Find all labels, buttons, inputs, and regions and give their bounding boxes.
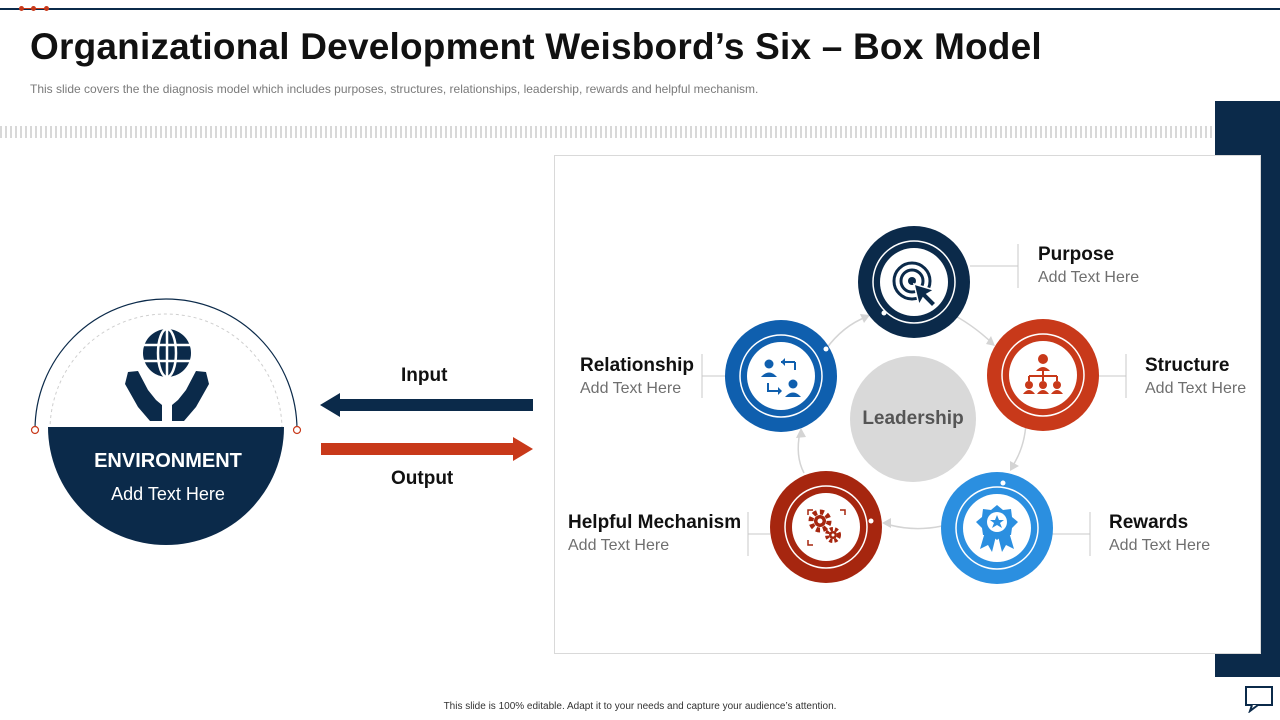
leadership-label: Leadership bbox=[862, 408, 964, 429]
structure-text: Add Text Here bbox=[1145, 380, 1247, 397]
relationship-text: Add Text Here bbox=[580, 380, 682, 397]
structure-node bbox=[987, 319, 1099, 431]
page-title: Organizational Development Weisbord’s Si… bbox=[30, 26, 1042, 67]
rewards-node bbox=[941, 472, 1053, 584]
helpful-mechanism-label: Helpful Mechanism bbox=[568, 512, 742, 533]
environment-inner-arc bbox=[49, 313, 283, 431]
environment-text: Add Text Here bbox=[111, 484, 225, 504]
page-subtitle: This slide covers the the diagnosis mode… bbox=[30, 82, 759, 96]
decorative-stripe bbox=[0, 126, 1215, 138]
output-label: Output bbox=[391, 468, 454, 489]
relationship-node bbox=[725, 320, 837, 432]
input-arrow bbox=[320, 393, 533, 417]
label-leader-lines bbox=[701, 244, 1127, 556]
rewards-text: Add Text Here bbox=[1109, 537, 1211, 554]
footer-note: This slide is 100% editable. Adapt it to… bbox=[443, 701, 837, 712]
purpose-label: Purpose bbox=[1038, 244, 1115, 265]
arc-end-dot bbox=[30, 425, 40, 435]
input-label: Input bbox=[401, 365, 448, 386]
people-exchange-icon bbox=[761, 358, 801, 397]
helpful-mechanism-text: Add Text Here bbox=[568, 537, 670, 554]
output-arrow bbox=[321, 437, 533, 461]
award-icon bbox=[976, 505, 1018, 552]
globe-hands-icon bbox=[125, 327, 209, 421]
target-icon bbox=[892, 261, 938, 309]
gears-icon bbox=[807, 509, 846, 546]
top-dot bbox=[19, 6, 24, 11]
environment-outer-arc bbox=[34, 298, 298, 431]
structure-label: Structure bbox=[1145, 355, 1230, 376]
environment-graphic bbox=[30, 298, 302, 545]
environment-title: ENVIRONMENT bbox=[94, 450, 242, 472]
top-rule bbox=[0, 8, 1280, 10]
connector-arrowheads bbox=[796, 314, 1019, 528]
helpful-mechanism-node bbox=[770, 471, 882, 583]
top-dot bbox=[31, 6, 36, 11]
purpose-text: Add Text Here bbox=[1038, 269, 1140, 286]
arc-end-dot bbox=[292, 425, 302, 435]
relationship-label: Relationship bbox=[580, 355, 695, 376]
org-chart-icon bbox=[1023, 354, 1063, 394]
flow-arrows bbox=[320, 393, 533, 461]
top-dot bbox=[44, 6, 49, 11]
environment-base bbox=[48, 427, 284, 545]
comment-icon[interactable] bbox=[1244, 685, 1274, 713]
purpose-node bbox=[858, 226, 970, 338]
rewards-label: Rewards bbox=[1109, 512, 1189, 533]
leadership-circle bbox=[850, 356, 976, 482]
